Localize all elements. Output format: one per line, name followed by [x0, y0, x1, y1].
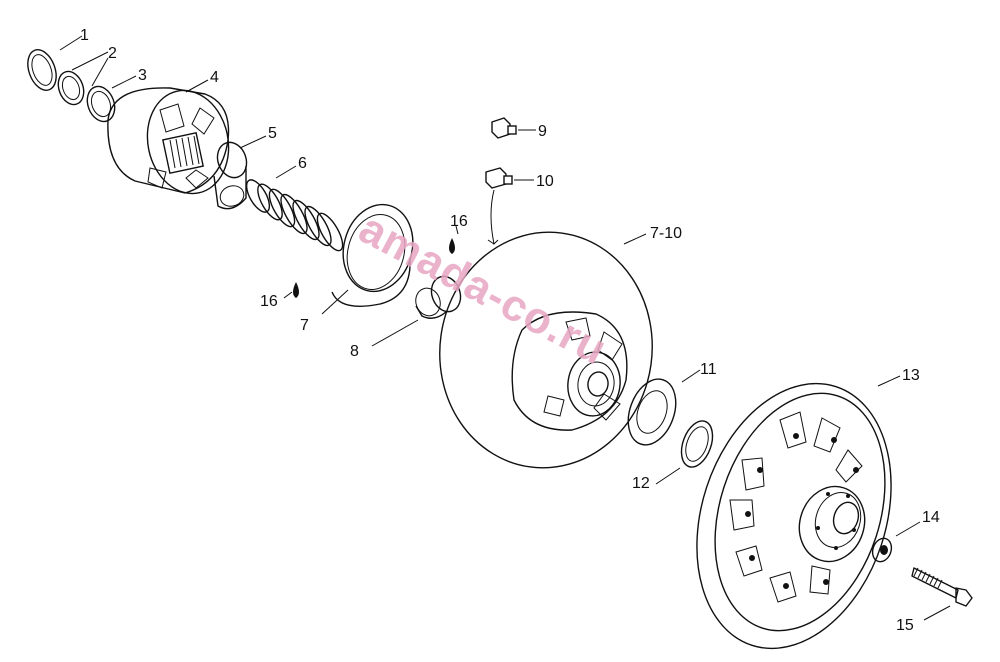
label-4: 4 [210, 69, 219, 86]
label-1: 1 [80, 27, 89, 44]
part-13-fixed-sheave [696, 382, 892, 650]
part-9-slider-block [491, 117, 517, 139]
label-2: 2 [108, 45, 117, 62]
part-5-bushing [213, 141, 248, 210]
label-6: 6 [298, 155, 307, 172]
part-4-cam-housing [107, 87, 230, 195]
grease-drop-icon [293, 282, 299, 298]
arrow-10-to-sheave [487, 189, 499, 246]
label-14: 14 [922, 509, 940, 526]
label-12: 12 [632, 475, 650, 492]
part-12-ring [680, 420, 714, 468]
part-2-washer [57, 70, 85, 106]
leader-lines [59, 35, 951, 621]
watermark-text: amada-co.ru [351, 204, 615, 375]
grease-drop-icon [449, 238, 455, 254]
part-6-spring [245, 179, 344, 252]
part-3-ring [86, 85, 116, 123]
part-11-washer [627, 378, 677, 446]
label-15: 15 [896, 617, 914, 634]
part-15-bolt [911, 567, 973, 607]
part-14-washer [871, 537, 893, 563]
label-16-top: 16 [450, 213, 468, 230]
label-3: 3 [138, 67, 147, 84]
label-9: 9 [538, 123, 547, 140]
part-7-10-moveable-sheave [439, 231, 653, 469]
label-13: 13 [902, 367, 920, 384]
part-labels: 1 2 3 4 5 6 7 8 9 10 7-10 11 12 13 14 15… [80, 27, 940, 634]
label-16-bottom: 16 [260, 293, 278, 310]
label-10: 10 [536, 173, 554, 190]
part-1-snap-ring [27, 49, 57, 91]
label-7-10: 7-10 [650, 225, 682, 242]
part-8-bushing [415, 275, 462, 319]
part-7-cup-ring [331, 203, 414, 307]
label-5: 5 [268, 125, 277, 142]
label-8: 8 [350, 343, 359, 360]
label-7: 7 [300, 317, 309, 334]
part-10-slider-block [485, 167, 513, 189]
label-11: 11 [700, 361, 717, 378]
